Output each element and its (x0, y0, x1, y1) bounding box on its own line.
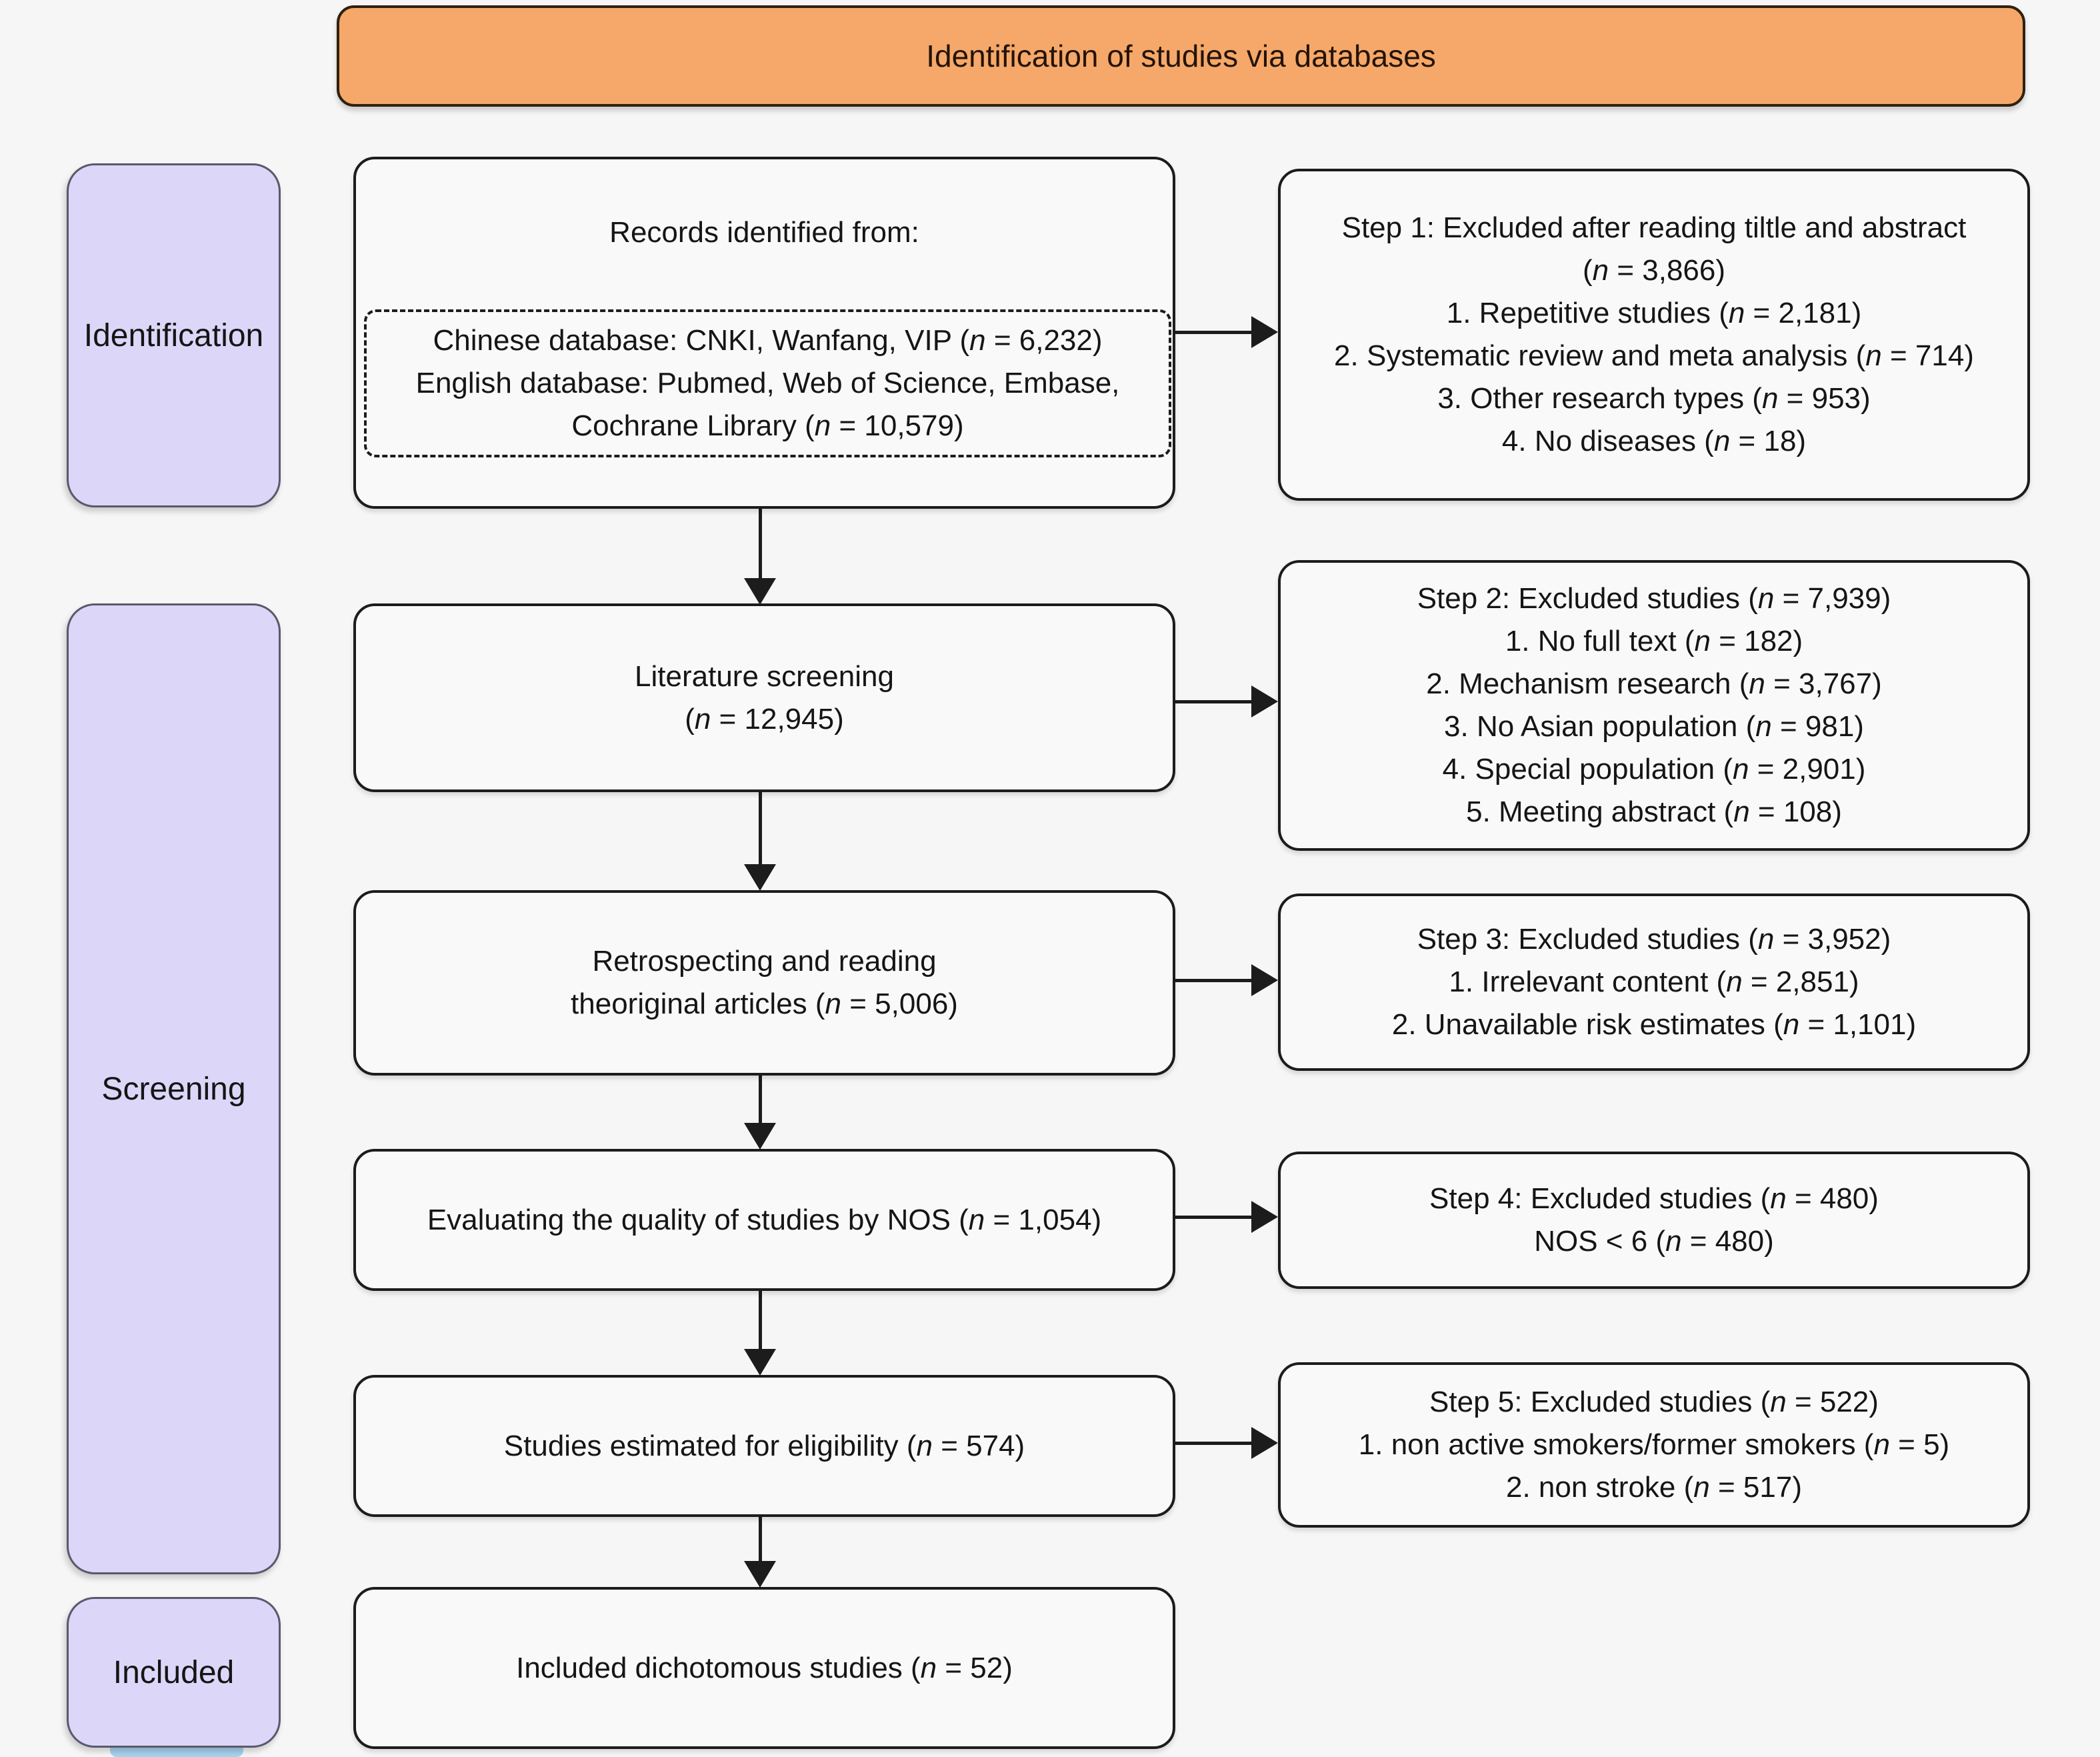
databases-dashed-box: Chinese database: CNKI, Wanfang, VIP (n … (364, 309, 1171, 457)
box-line: 1. No full text (n = 182) (1505, 625, 1803, 657)
arrowhead-down-icon (744, 1349, 776, 1376)
step1-excluded-box: Step 1: Excluded after reading tiltle an… (1278, 169, 2030, 501)
box-line: 2. Unavailable risk estimates (n = 1,101… (1391, 1008, 1917, 1041)
box-line: 2. Mechanism research (n = 3,767) (1426, 667, 1882, 700)
box-line: Studies estimated for eligibility (n = 5… (503, 1429, 1025, 1462)
arrow-screening-to-step2 (1170, 700, 1257, 703)
box-line: (n = 12,945) (685, 702, 844, 735)
step3-excluded-box: Step 3: Excluded studies (n = 3,952) 1. … (1278, 894, 2030, 1071)
arrowhead-right-icon (1251, 316, 1278, 348)
database-line: Cochrane Library (n = 10,579) (571, 409, 964, 442)
arrow-nos-to-eligibility (759, 1286, 762, 1350)
box-line: 1. Irrelevant content (n = 2,851) (1449, 966, 1859, 998)
box-line: theoriginal articles (n = 5,006) (571, 988, 958, 1020)
box-line: Step 5: Excluded studies (n = 522) (1429, 1386, 1879, 1418)
box-line: 1. Repetitive studies (n = 2,181) (1446, 297, 1862, 329)
arrow-retrospect-to-nos (759, 1070, 762, 1125)
arrow-nos-to-step4 (1170, 1216, 1257, 1219)
arrow-retrospect-to-step3 (1170, 979, 1257, 982)
box-line: Step 2: Excluded studies (n = 7,939) (1417, 582, 1891, 615)
database-line: Chinese database: CNKI, Wanfang, VIP (n … (433, 324, 1103, 357)
retrospecting-box: Retrospecting and reading theoriginal ar… (353, 890, 1175, 1076)
box-line: 4. No diseases (n = 18) (1501, 425, 1807, 457)
phase-label-text: Identification (83, 317, 264, 353)
arrow-eligibility-to-included (759, 1512, 762, 1562)
arrowhead-right-icon (1251, 964, 1278, 996)
box-line: Included dichotomous studies (n = 52) (516, 1651, 1013, 1684)
phase-label-screening: Screening (67, 603, 281, 1574)
arrow-eligibility-to-step5 (1170, 1442, 1257, 1445)
box-line: Evaluating the quality of studies by NOS… (427, 1203, 1102, 1236)
box-line: 1. non active smokers/former smokers (n … (1358, 1428, 1950, 1461)
box-line: 4. Special population (n = 2,901) (1442, 753, 1866, 785)
box-line: Literature screening (635, 659, 894, 693)
arrowhead-right-icon (1251, 685, 1278, 717)
arrow-records-to-step1 (1170, 331, 1257, 334)
box-line: 2. non stroke (n = 517) (1506, 1471, 1802, 1504)
arrowhead-down-icon (744, 864, 776, 891)
box-line: Retrospecting and reading (592, 945, 937, 978)
banner-title: Identification of studies via databases (926, 39, 1436, 73)
arrowhead-down-icon (744, 1561, 776, 1588)
box-line: (n = 3,866) (1582, 254, 1726, 287)
phase-label-text: Included (113, 1654, 235, 1690)
box-line: NOS < 6 (n = 480) (1534, 1225, 1774, 1258)
phase-label-text: Screening (101, 1071, 246, 1107)
arrowhead-right-icon (1251, 1201, 1278, 1233)
arrowhead-down-icon (744, 578, 776, 605)
literature-screening-box: Literature screening (n = 12,945) (353, 603, 1175, 792)
box-line: Step 4: Excluded studies (n = 480) (1429, 1182, 1879, 1215)
database-line: English database: Pubmed, Web of Science… (415, 367, 1120, 399)
nos-quality-box: Evaluating the quality of studies by NOS… (353, 1149, 1175, 1291)
box-line: Step 1: Excluded after reading tiltle an… (1341, 211, 1967, 244)
records-identified-box: Records identified from: Chinese databas… (353, 157, 1175, 509)
eligibility-box: Studies estimated for eligibility (n = 5… (353, 1375, 1175, 1517)
step2-excluded-box: Step 2: Excluded studies (n = 7,939) 1. … (1278, 560, 2030, 851)
box-line: Step 3: Excluded studies (n = 3,952) (1417, 923, 1891, 956)
arrow-records-to-screening (759, 503, 762, 580)
box-line: 5. Meeting abstract (n = 108) (1466, 795, 1842, 828)
included-studies-box: Included dichotomous studies (n = 52) (353, 1587, 1175, 1749)
step4-excluded-box: Step 4: Excluded studies (n = 480) NOS <… (1278, 1152, 2030, 1289)
phase-label-identification: Identification (67, 163, 281, 507)
phase-label-included: Included (67, 1597, 281, 1748)
box-line: 3. Other research types (n = 953) (1437, 382, 1871, 415)
box-line: 3. No Asian population (n = 981) (1444, 710, 1864, 743)
box-line: 2. Systematic review and meta analysis (… (1334, 339, 1974, 372)
arrowhead-down-icon (744, 1123, 776, 1150)
step5-excluded-box: Step 5: Excluded studies (n = 522) 1. no… (1278, 1362, 2030, 1528)
arrow-screening-to-retrospect (759, 787, 762, 865)
records-title: Records identified from: (609, 216, 919, 249)
arrowhead-right-icon (1251, 1427, 1278, 1459)
banner-identification-of-studies: Identification of studies via databases (337, 5, 2025, 107)
